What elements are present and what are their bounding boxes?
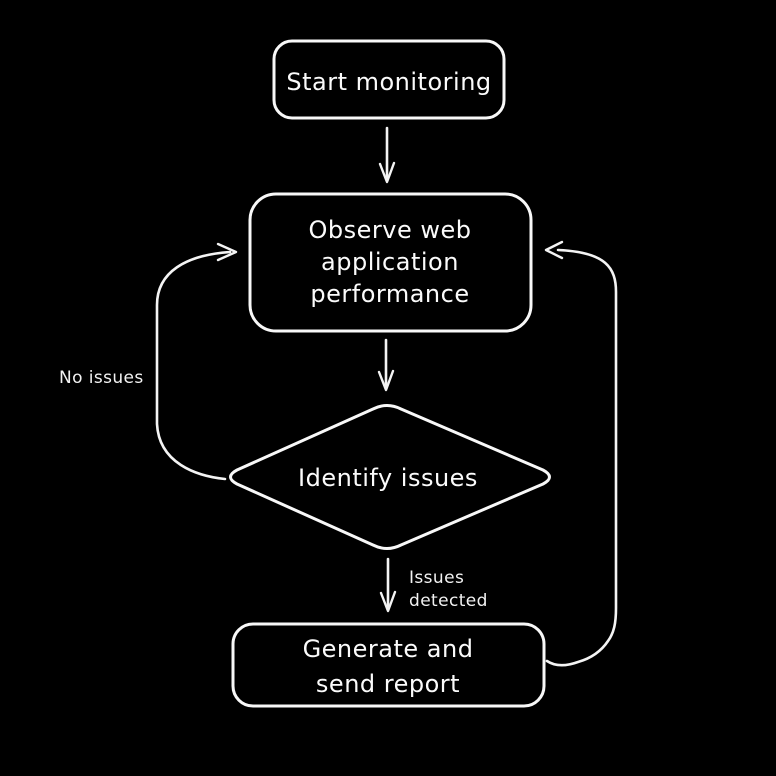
edge-line: [155, 250, 232, 481]
node-observe-performance: Observe web application performance: [248, 192, 533, 333]
node-report-label-line2: send report: [316, 670, 460, 698]
edge-label-no-issues: No issues: [59, 368, 144, 388]
arrowhead-right-icon: [216, 242, 238, 262]
arrowhead-down-icon: [378, 161, 396, 184]
node-report-label-line1: Generate and: [303, 635, 474, 663]
node-identify-shape: [229, 404, 551, 550]
edge-report-to-observe: [544, 240, 618, 667]
node-identify-issues: Identify issues: [229, 404, 551, 550]
node-report-shape: [231, 622, 546, 708]
edge-label-issues-detected-line1: Issues: [409, 568, 464, 588]
node-observe-label-line1: Observe web: [309, 216, 472, 244]
edge-observe-to-identify: [377, 338, 395, 392]
edge-line: [545, 248, 618, 667]
arrowhead-left-icon: [544, 240, 564, 260]
edge-label-issues-detected-line2: detected: [409, 591, 488, 611]
arrowhead-down-icon: [379, 590, 397, 613]
node-observe-label-line2: application: [321, 248, 459, 276]
arrowhead-down-icon: [377, 369, 395, 392]
edge-identify-to-report: Issues detected: [379, 557, 488, 613]
node-start-shape: [272, 39, 506, 120]
node-start-label: Start monitoring: [286, 68, 491, 96]
edge-identify-to-observe: No issues: [59, 242, 238, 481]
node-observe-shape: [248, 192, 533, 333]
node-generate-report: Generate and send report: [231, 622, 546, 708]
node-identify-label: Identify issues: [298, 464, 478, 492]
edge-start-to-observe: [378, 126, 396, 184]
node-start-monitoring: Start monitoring: [272, 39, 506, 120]
node-observe-label-line3: performance: [310, 280, 469, 308]
